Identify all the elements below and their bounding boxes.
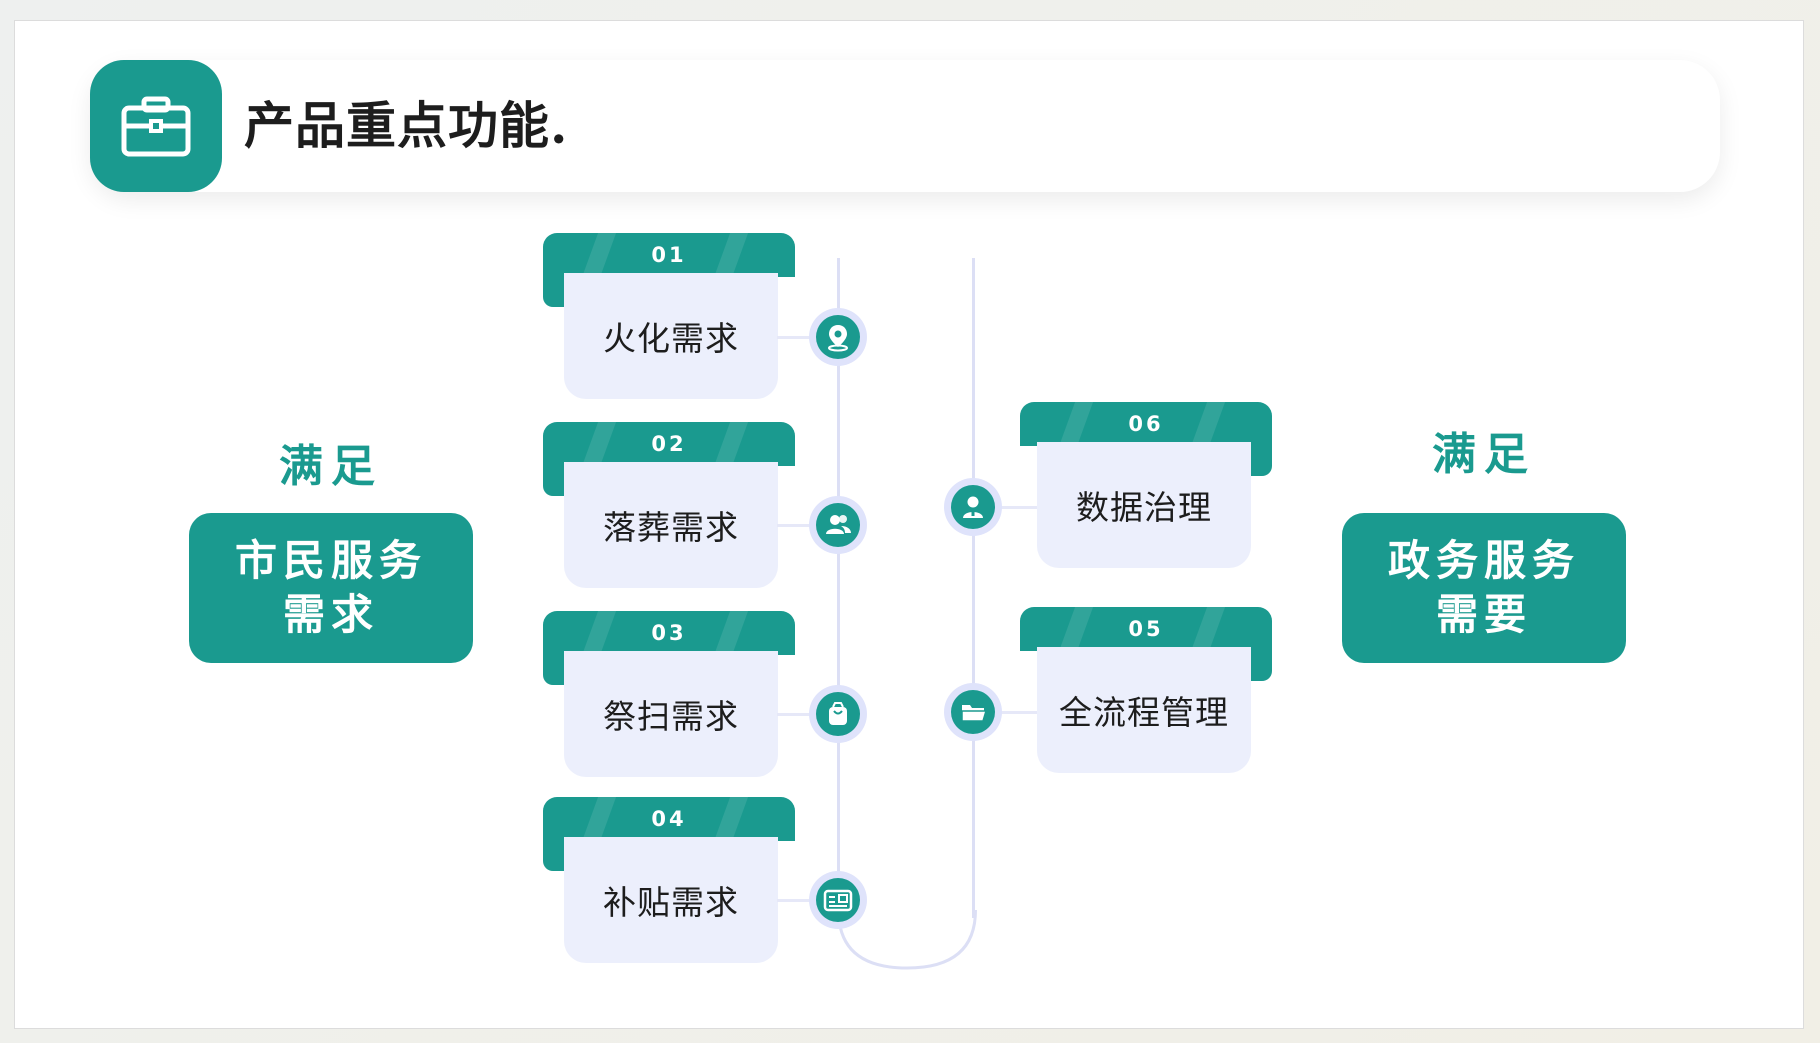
card-number: 01: [651, 243, 687, 267]
feature-card-04: 04 补贴需求: [543, 797, 795, 963]
card-label: 数据治理: [1037, 442, 1251, 568]
person-icon: [963, 496, 983, 518]
card-number: 03: [651, 621, 687, 645]
left-timeline-line: [837, 258, 840, 918]
id-card-icon: [823, 889, 853, 912]
folder-icon: [961, 705, 988, 722]
bag-icon: [829, 702, 847, 725]
left-satisfy-label: 满足: [279, 441, 383, 492]
feature-card-05: 05 全流程管理: [1020, 607, 1272, 773]
card-number: 06: [1128, 412, 1164, 436]
timeline-node-02: [809, 496, 867, 554]
connector: [777, 899, 817, 902]
citizen-need-line1: 市民服务: [234, 536, 427, 585]
page-title: 产品重点功能.: [244, 96, 569, 155]
card-label: 落葬需求: [564, 462, 778, 588]
citizen-service-need-box: 市民服务 需求: [189, 513, 473, 663]
timeline-node-03: [809, 685, 867, 743]
card-number: 04: [651, 807, 687, 831]
connector: [777, 713, 817, 716]
briefcase-icon: [121, 96, 191, 157]
feature-card-06: 06 数据治理: [1020, 402, 1272, 568]
connector: [995, 506, 1037, 509]
feature-card-02: 02 落葬需求: [543, 422, 795, 588]
right-timeline-line: [972, 258, 975, 918]
feature-card-03: 03 祭扫需求: [543, 611, 795, 777]
card-number: 05: [1128, 617, 1164, 641]
timeline-node-04: [809, 871, 867, 929]
feature-card-01: 01 火化需求: [543, 233, 795, 399]
card-label: 全流程管理: [1037, 647, 1251, 773]
timeline-bottom-curve: [837, 910, 977, 970]
connector: [995, 711, 1037, 714]
header-bar: [90, 60, 1720, 192]
card-label: 祭扫需求: [564, 651, 778, 777]
map-pin-icon: [828, 325, 848, 352]
right-satisfy-label: 满足: [1432, 429, 1536, 480]
government-service-need-box: 政务服务 需要: [1342, 513, 1626, 663]
header-icon-box: [90, 60, 222, 192]
timeline-node-06: [944, 478, 1002, 536]
connector: [777, 524, 817, 527]
card-label: 火化需求: [564, 273, 778, 399]
gov-need-line1: 政务服务: [1387, 536, 1580, 585]
users-icon: [826, 515, 851, 534]
timeline-node-01: [809, 308, 867, 366]
card-label: 补贴需求: [564, 837, 778, 963]
citizen-need-line2: 需求: [282, 590, 379, 639]
card-number: 02: [651, 432, 687, 456]
gov-need-line2: 需要: [1435, 590, 1532, 639]
timeline-node-05: [944, 683, 1002, 741]
connector: [777, 336, 817, 339]
